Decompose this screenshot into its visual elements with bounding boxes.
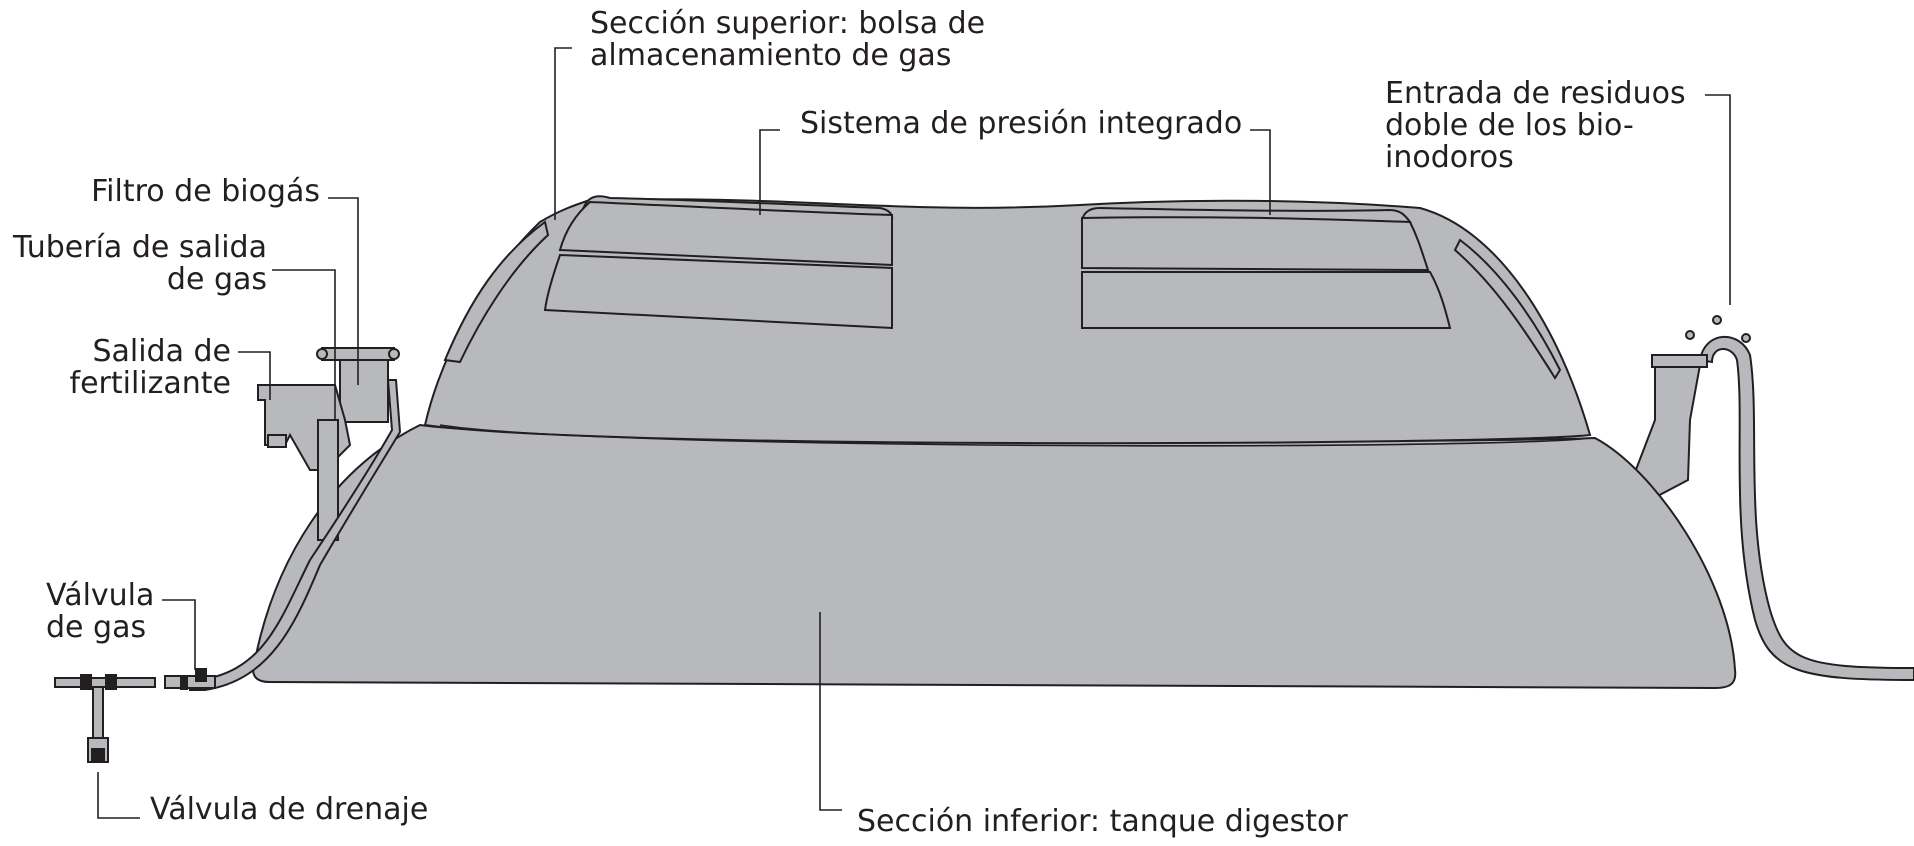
label-fertilizer-outlet: Salida de fertilizante: [70, 336, 231, 400]
label-fertilizer-outlet-line2: fertilizante: [69, 366, 231, 401]
label-top-section-line2: almacenamiento de gas: [590, 38, 952, 73]
label-gas-outlet-pipe-line1: Tubería de salida: [12, 230, 267, 265]
waste-inlet-pipe: [1630, 315, 1914, 682]
label-pressure-system: Sistema de presión integrado: [800, 106, 1243, 141]
label-gas-outlet-pipe: Tubería de salida de gas: [13, 232, 267, 296]
label-waste-inlet: Entrada de residuos doble de los bio- in…: [1385, 78, 1686, 174]
gas-hose: [189, 379, 402, 691]
label-top-section-line1: Sección superior: bolsa de: [590, 6, 986, 41]
label-fertilizer-outlet-line1: Salida de: [92, 334, 231, 369]
label-drain-valve: Válvula de drenaje: [150, 792, 429, 827]
label-gas-valve-line2: de gas: [46, 610, 147, 645]
label-biogas-filter: Filtro de biogás: [91, 174, 320, 209]
label-waste-inlet-line3: inodoros: [1385, 140, 1514, 175]
bag-flap-left: [443, 220, 550, 364]
label-waste-inlet-line2: doble de los bio-: [1385, 108, 1634, 143]
pressure-module-left: [543, 195, 894, 330]
drain-valve-assembly: [54, 674, 156, 763]
bag-flap-right: [1453, 238, 1562, 380]
leader-lines: [97, 47, 1731, 819]
pressure-module-right: [1080, 206, 1452, 329]
label-waste-inlet-line1: Entrada de residuos: [1385, 76, 1686, 111]
label-gas-valve-line1: Válvula: [46, 578, 155, 613]
gas-valve: [164, 668, 216, 690]
digester-tank: [252, 423, 1737, 690]
label-bottom-section: Sección inferior: tanque digestor: [857, 804, 1348, 839]
label-top-section: Sección superior: bolsa de almacenamient…: [590, 8, 985, 72]
label-gas-valve: Válvula de gas: [46, 580, 154, 644]
label-gas-outlet-pipe-line2: de gas: [166, 262, 267, 297]
